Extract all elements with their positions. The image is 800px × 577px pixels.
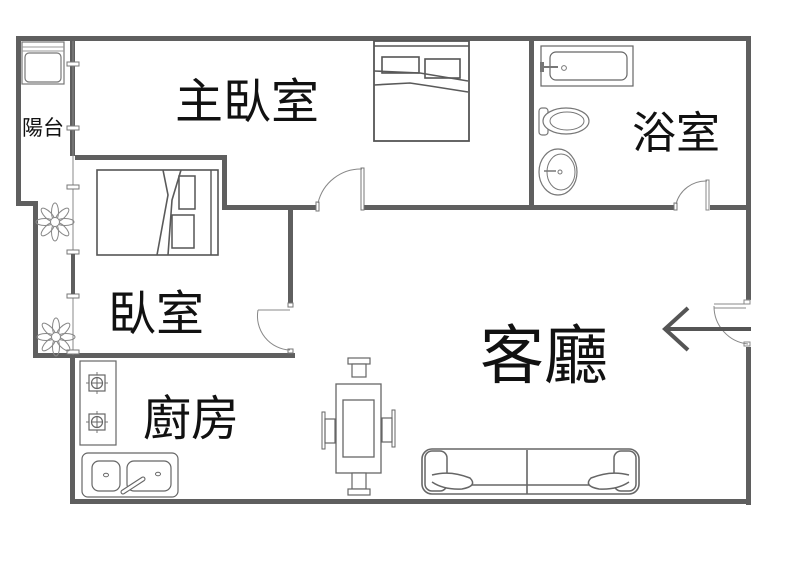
bedroom-wall-top — [75, 155, 227, 160]
double-bed-icon — [373, 40, 470, 142]
kitchen: 廚房 — [79, 360, 239, 498]
washbasin-icon — [538, 148, 578, 196]
window-pillar — [71, 254, 75, 294]
room-label-balcony: 陽台 — [22, 116, 64, 140]
laundry-sink-icon — [21, 41, 65, 85]
bedroom: 臥室 — [96, 169, 294, 354]
outer-wall-right-lower — [746, 345, 751, 505]
dining-table-icon — [321, 357, 396, 496]
entrance-arrow-icon — [662, 306, 751, 352]
sofa-icon — [421, 448, 640, 495]
room-label-living-room: 客廳 — [480, 320, 608, 394]
bedroom-outer-left — [33, 201, 38, 358]
window-mullion — [66, 293, 80, 299]
master-wall-bottom-right — [364, 205, 751, 210]
master-bedroom: 主臥室 — [175, 40, 470, 212]
bathroom: 浴室 — [538, 45, 720, 211]
plant-icon — [36, 317, 76, 357]
window-mullion — [66, 61, 80, 67]
living-room: 客廳 — [421, 299, 751, 495]
outer-wall-bottom — [70, 499, 751, 504]
room-label-master-bedroom: 主臥室 — [175, 74, 319, 130]
door-bathroom[interactable] — [673, 179, 710, 211]
stove-icon — [79, 360, 117, 446]
window-mullion — [66, 249, 80, 255]
plant-icon — [35, 202, 75, 242]
room-label-bedroom: 臥室 — [108, 286, 204, 342]
toilet-icon — [538, 107, 590, 136]
room-label-kitchen: 廚房 — [143, 391, 239, 447]
kitchen-wall-left — [70, 353, 75, 504]
master-wall-bottom-left — [222, 205, 317, 210]
bathroom-wall-left — [529, 36, 534, 210]
outer-wall-right-upper — [746, 36, 751, 301]
bathtub-icon — [540, 45, 634, 87]
room-label-bathroom: 浴室 — [632, 108, 720, 159]
door-bedroom[interactable] — [256, 302, 294, 354]
kitchen-sink-icon — [81, 452, 179, 498]
door-master-bedroom[interactable] — [315, 167, 365, 212]
balcony-wall-left — [16, 36, 21, 206]
bedroom-wall-bottom — [33, 353, 295, 358]
balcony: 陽台 — [21, 41, 80, 357]
window-mullion — [66, 125, 80, 131]
outer-wall-top — [16, 36, 751, 41]
single-bed-icon — [96, 169, 219, 256]
window-mullion — [66, 184, 80, 190]
bedroom-wall-jog — [222, 155, 227, 210]
entrance-door[interactable] — [713, 299, 751, 347]
balcony-wall-step — [16, 201, 38, 206]
bedroom-wall-right — [288, 205, 293, 305]
window-mullion — [66, 349, 80, 355]
